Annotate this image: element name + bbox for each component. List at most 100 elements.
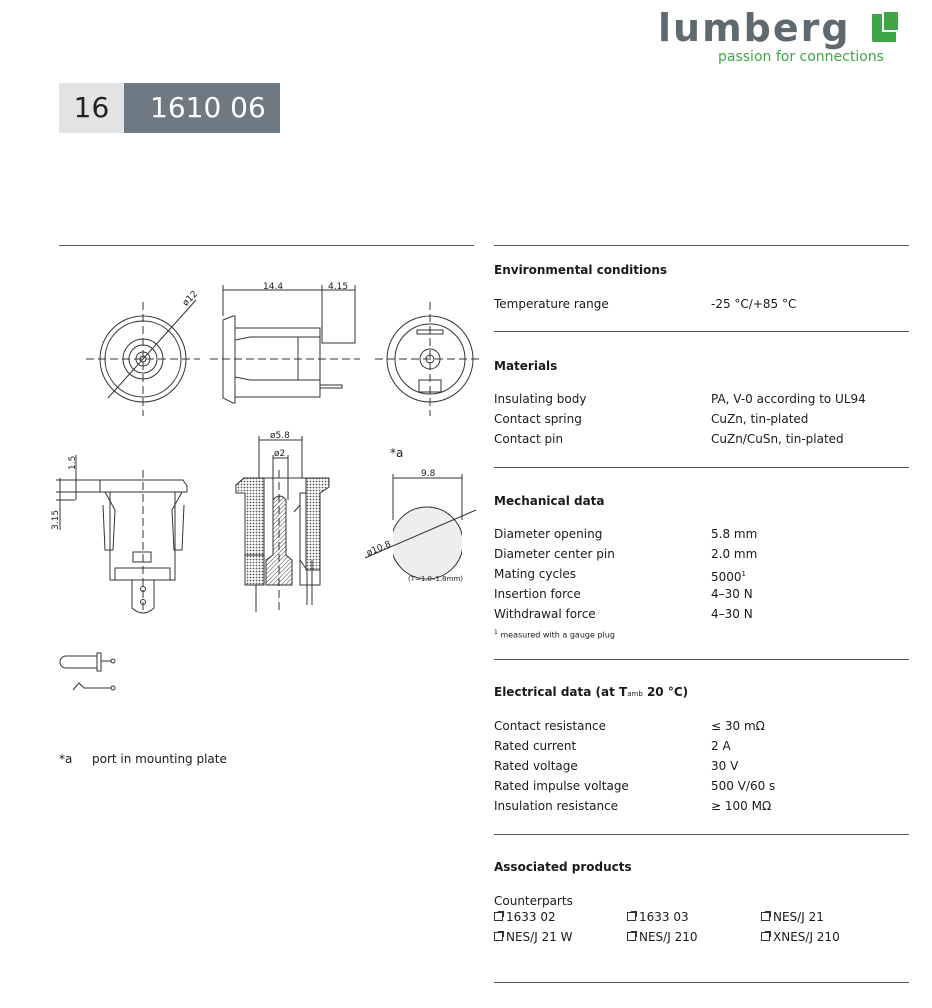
spec-value: 500 V/60 s bbox=[711, 779, 776, 793]
spec-label: Rated impulse voltage bbox=[494, 779, 629, 793]
counterpart-link[interactable]: 1633 03 bbox=[627, 910, 689, 924]
dim-rear-4-15: 4.15 bbox=[328, 282, 348, 292]
section-title-electrical: Electrical data (at Tamb 20 °C) bbox=[494, 685, 688, 699]
logo-mark-icon bbox=[872, 12, 898, 42]
spec-value: 4–30 N bbox=[711, 607, 753, 621]
thickness-note: (T=1.0–1.8mm) bbox=[408, 575, 463, 583]
spec-label: Rated voltage bbox=[494, 759, 578, 773]
section-title-environmental: Environmental conditions bbox=[494, 263, 668, 277]
link-text: 1633 02 bbox=[506, 910, 556, 924]
spec-label: Diameter opening bbox=[494, 527, 603, 541]
spec-row: Insulation resistance ≥ 100 MΩ bbox=[494, 796, 909, 816]
spec-label: Temperature range bbox=[494, 297, 609, 311]
counterparts-label: Counterparts bbox=[494, 894, 573, 908]
external-link-icon bbox=[627, 911, 637, 921]
title-subscript: amb bbox=[627, 690, 643, 698]
section-title-materials: Materials bbox=[494, 359, 558, 373]
counterpart-link[interactable]: NES/J 21 bbox=[761, 910, 824, 924]
spec-row: Contact resistance ≤ 30 mΩ bbox=[494, 716, 909, 736]
rear-view bbox=[375, 302, 480, 416]
dim-width-9-8: 9.8 bbox=[421, 469, 436, 479]
spec-label: Contact spring bbox=[494, 412, 582, 426]
title-text: 20 °C) bbox=[642, 685, 689, 699]
spec-label: Insertion force bbox=[494, 587, 581, 601]
link-text: NES/J 210 bbox=[639, 930, 698, 944]
spec-value: CuZn, tin-plated bbox=[711, 412, 809, 426]
divider bbox=[494, 245, 909, 246]
divider bbox=[494, 659, 909, 660]
technical-drawing: ø12 14.4 4.15 1.5 3.15 ø5.8 ø2 *a 9.8 ø1… bbox=[51, 282, 480, 691]
counterpart-link[interactable]: 1633 02 bbox=[494, 910, 556, 924]
spec-row: Rated voltage 30 V bbox=[494, 756, 909, 776]
dim-1-5: 1.5 bbox=[68, 456, 78, 470]
part-number: 1610 06 bbox=[124, 83, 280, 133]
footnote-number: 1 bbox=[494, 629, 498, 636]
title-text: Electrical data (at T bbox=[494, 685, 628, 699]
spec-label: Insulation resistance bbox=[494, 799, 619, 813]
mechanical-footnote: 1 measured with a gauge plug bbox=[494, 629, 615, 640]
logo-wordmark: lumberg bbox=[658, 6, 851, 50]
spec-row: Mating cycles 50001 bbox=[494, 564, 909, 584]
divider bbox=[494, 834, 909, 835]
cutout-label: *a bbox=[390, 446, 403, 460]
dim-length-14-4: 14.4 bbox=[263, 282, 283, 292]
spec-value: 4–30 N bbox=[711, 587, 753, 601]
counterpart-link[interactable]: NES/J 21 W bbox=[494, 930, 573, 944]
spec-value: ≥ 100 MΩ bbox=[711, 799, 772, 813]
spec-value: 50001 bbox=[711, 564, 746, 587]
value-text: 5000 bbox=[711, 570, 742, 584]
spec-label: Mating cycles bbox=[494, 567, 577, 581]
divider bbox=[494, 982, 909, 983]
counterpart-link[interactable]: XNES/J 210 bbox=[761, 930, 840, 944]
dim-diameter-10-8: ø10.8 bbox=[365, 539, 393, 558]
pin-symbol-icon bbox=[59, 652, 116, 672]
external-link-icon bbox=[627, 931, 637, 941]
spec-value: 5.8 mm bbox=[711, 527, 758, 541]
spec-value: 30 V bbox=[711, 759, 739, 773]
panel-cutout-view bbox=[364, 474, 477, 580]
link-text: 1633 03 bbox=[639, 910, 689, 924]
spec-row: Contact spring CuZn, tin-plated bbox=[494, 409, 909, 429]
section-title-mechanical: Mechanical data bbox=[494, 494, 605, 508]
spec-label: Withdrawal force bbox=[494, 607, 596, 621]
link-text: NES/J 21 bbox=[773, 910, 824, 924]
counterpart-link[interactable]: NES/J 210 bbox=[627, 930, 697, 944]
link-text: XNES/J 210 bbox=[773, 930, 840, 944]
divider bbox=[494, 467, 909, 468]
section-view bbox=[235, 436, 330, 612]
spec-row: Rated impulse voltage 500 V/60 s bbox=[494, 776, 909, 796]
spec-row: Diameter opening 5.8 mm bbox=[494, 524, 909, 544]
series-number: 16 bbox=[59, 83, 124, 133]
footnote-mark: *a bbox=[59, 752, 73, 766]
link-text: NES/J 21 W bbox=[506, 930, 573, 944]
spec-row: Insertion force 4–30 N bbox=[494, 584, 909, 604]
dim-diameter-5-8: ø5.8 bbox=[270, 431, 290, 441]
dim-diameter-2: ø2 bbox=[274, 449, 285, 459]
spec-label: Contact resistance bbox=[494, 719, 607, 733]
spec-label: Diameter center pin bbox=[494, 547, 615, 561]
dim-diameter-12: ø12 bbox=[181, 289, 200, 308]
spec-label: Insulating body bbox=[494, 392, 587, 406]
section-title-associated: Associated products bbox=[494, 860, 632, 874]
side-view bbox=[210, 285, 360, 404]
logo-tagline: passion for connections bbox=[718, 49, 884, 65]
front-view bbox=[86, 299, 200, 416]
spec-row: Temperature range -25 °C/+85 °C bbox=[494, 294, 909, 314]
spec-label: Rated current bbox=[494, 739, 577, 753]
spec-value: -25 °C/+85 °C bbox=[711, 297, 797, 311]
divider bbox=[494, 331, 909, 332]
footnote-ref: 1 bbox=[741, 570, 747, 578]
spec-label: Contact pin bbox=[494, 432, 564, 446]
divider bbox=[59, 245, 474, 246]
spec-value: ≤ 30 mΩ bbox=[711, 719, 765, 733]
external-link-icon bbox=[494, 911, 504, 921]
spring-symbol-icon bbox=[72, 682, 116, 691]
external-link-icon bbox=[761, 911, 771, 921]
profile-view bbox=[56, 455, 188, 614]
footnote-text: port in mounting plate bbox=[92, 752, 227, 766]
